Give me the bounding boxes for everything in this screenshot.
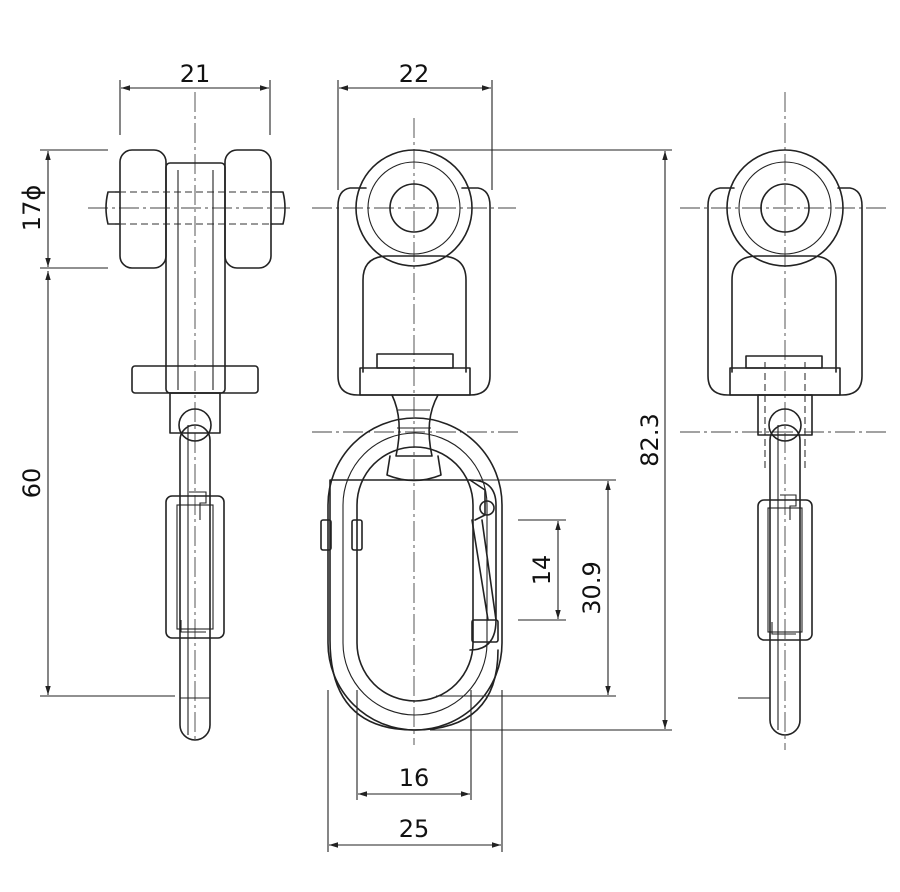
dim-hook-inner-width: 16 (399, 764, 430, 792)
dim-wheel-diameter: 17ϕ (18, 185, 46, 231)
dim-side-width: 21 (180, 60, 211, 88)
front-view (312, 118, 520, 745)
dim-overall-height: 82.3 (636, 413, 664, 466)
dim-front-top-width: 22 (399, 60, 430, 88)
side-view (88, 92, 290, 741)
dimension-lines (40, 80, 672, 852)
rear-view (680, 92, 888, 750)
dim-gate-opening: 14 (528, 555, 556, 586)
dim-side-height: 60 (18, 468, 46, 499)
dim-hook-outer-width: 25 (399, 815, 430, 843)
dimension-labels: 21 22 17ϕ 60 82.3 30.9 14 16 25 (18, 60, 664, 843)
dim-hook-inner-height: 30.9 (578, 561, 606, 614)
